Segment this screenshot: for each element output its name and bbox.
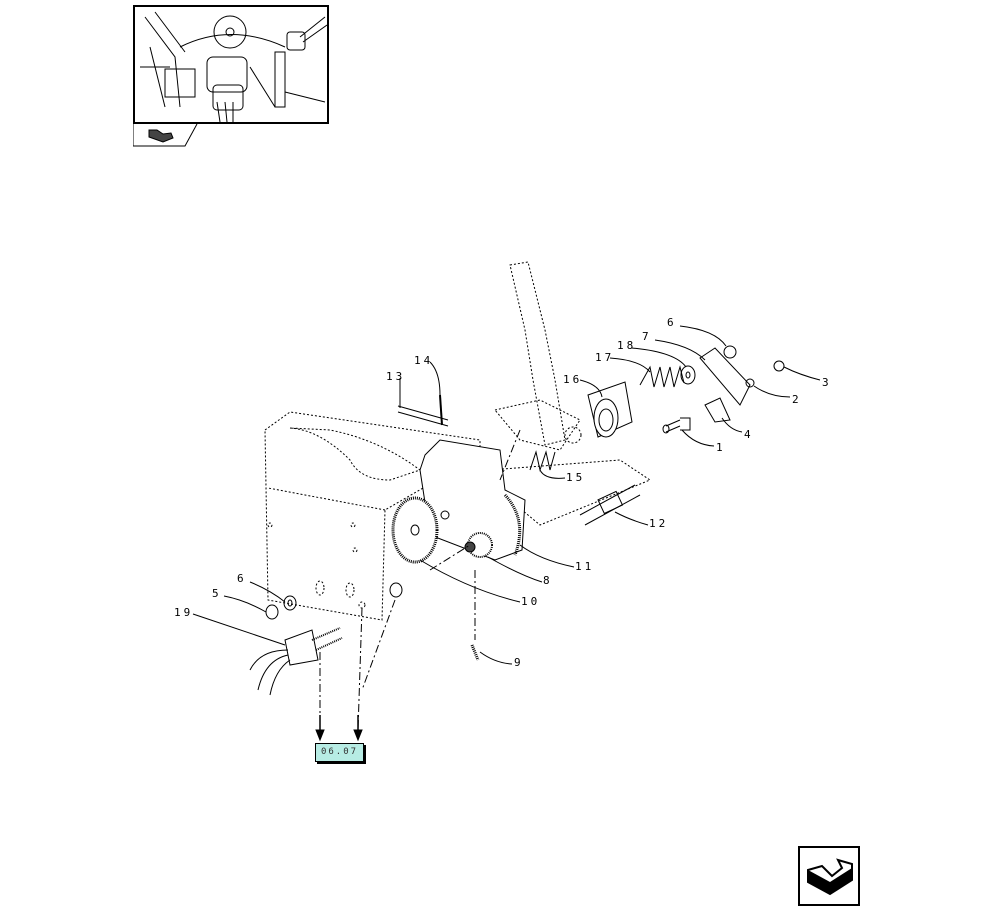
spring-small [529, 450, 556, 472]
callout-17: 17 [595, 351, 614, 364]
callout-9: 9 [514, 656, 524, 669]
callout-16: 16 [563, 373, 582, 386]
callout-6b: 6 [667, 316, 677, 329]
callout-6: 6 [237, 572, 247, 585]
callout-19: 19 [174, 606, 193, 619]
gear [391, 496, 439, 564]
callout-11: 11 [575, 560, 594, 573]
callout-1: 1 [716, 441, 726, 454]
callout-15: 15 [566, 471, 585, 484]
thumbnail-nav-tab[interactable] [133, 124, 199, 148]
callout-3: 3 [822, 376, 832, 389]
callout-4: 4 [744, 428, 754, 441]
leader-lines [192, 325, 821, 665]
overview-thumbnail [133, 5, 329, 124]
spring [639, 365, 685, 388]
next-page-button[interactable] [798, 846, 860, 906]
cab-interior-illustration [140, 11, 328, 123]
next-page-arrow-icon [807, 858, 853, 896]
pinion [467, 532, 493, 558]
callout-12: 12 [649, 517, 668, 530]
pin [397, 405, 449, 427]
sensor-switch [284, 629, 319, 666]
callout-10: 10 [521, 595, 540, 608]
callout-8: 8 [543, 574, 553, 587]
callout-18: 18 [617, 339, 636, 352]
callout-7: 7 [642, 330, 652, 343]
callout-13: 13 [386, 370, 405, 383]
arrow-shape-icon [148, 129, 174, 143]
reference-link-06-07[interactable]: 06.07 [315, 743, 364, 762]
callout-14: 14 [414, 354, 433, 367]
callout-5: 5 [212, 587, 222, 600]
control-lever [489, 261, 652, 526]
callout-labels: 1 2 3 4 5 6 6 7 8 9 10 11 12 13 14 15 16… [174, 316, 832, 669]
callout-2: 2 [792, 393, 802, 406]
